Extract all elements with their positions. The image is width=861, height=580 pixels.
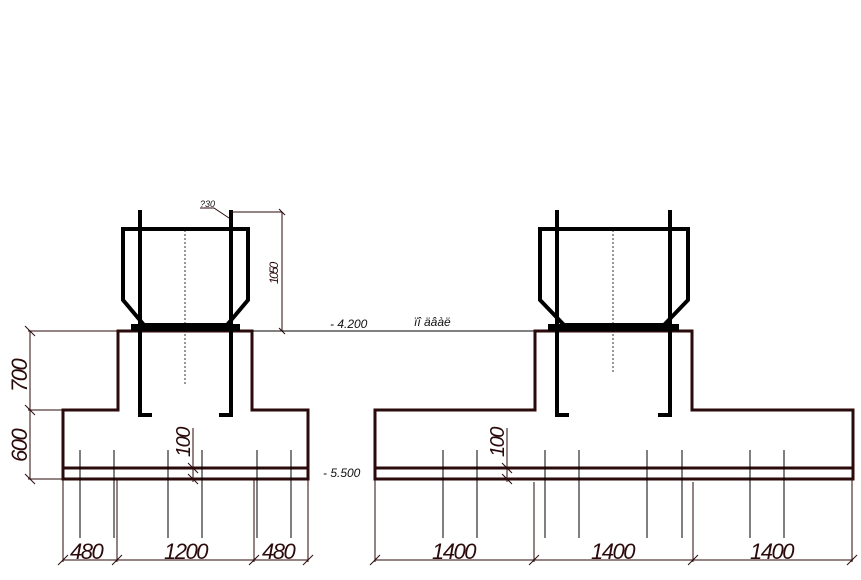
left-rebar-verticals: [79, 450, 292, 538]
dim-cover-100-left: 100: [173, 427, 195, 457]
dim-right-1400-a: 1400: [432, 539, 477, 564]
right-foundation: 1400 1400 1400 100: [369, 210, 858, 566]
dim-cover-100-right: 100: [487, 427, 509, 457]
dim-bolt-1050: 1050: [267, 261, 281, 284]
left-dim-extensions: [24, 207, 314, 566]
right-equipment-hopper: [538, 227, 690, 327]
right-dim-extensions: [369, 428, 858, 566]
dim-height-700: 700: [7, 358, 32, 392]
left-foundation: 480 1200 480 700 600 100 1050 ?30: [7, 199, 314, 566]
dim-height-600: 600: [7, 428, 32, 462]
dim-left-480-a: 480: [70, 539, 104, 564]
dim-left-480-b: 480: [262, 539, 296, 564]
right-anchor-bolt-1: [555, 210, 569, 417]
left-anchor-bolt-1: [138, 210, 152, 417]
level-bottom: - 5.500: [323, 466, 361, 480]
right-base-plate: [548, 324, 679, 331]
left-base-plate: [131, 324, 240, 331]
right-anchor-bolt-2: [658, 210, 672, 417]
dim-right-1400-c: 1400: [750, 539, 795, 564]
left-equipment-hopper: [121, 227, 250, 327]
dim-left-1200: 1200: [164, 539, 209, 564]
bolt-label: ?30: [200, 199, 215, 209]
right-rebar-verticals: [442, 450, 785, 538]
level-top: - 4.200: [330, 317, 368, 331]
left-anchor-bolt-2: [219, 210, 233, 417]
level-top-note: ïî äâàë: [414, 315, 451, 329]
dim-right-1400-b: 1400: [591, 539, 636, 564]
right-footing-outline: [373, 329, 855, 481]
